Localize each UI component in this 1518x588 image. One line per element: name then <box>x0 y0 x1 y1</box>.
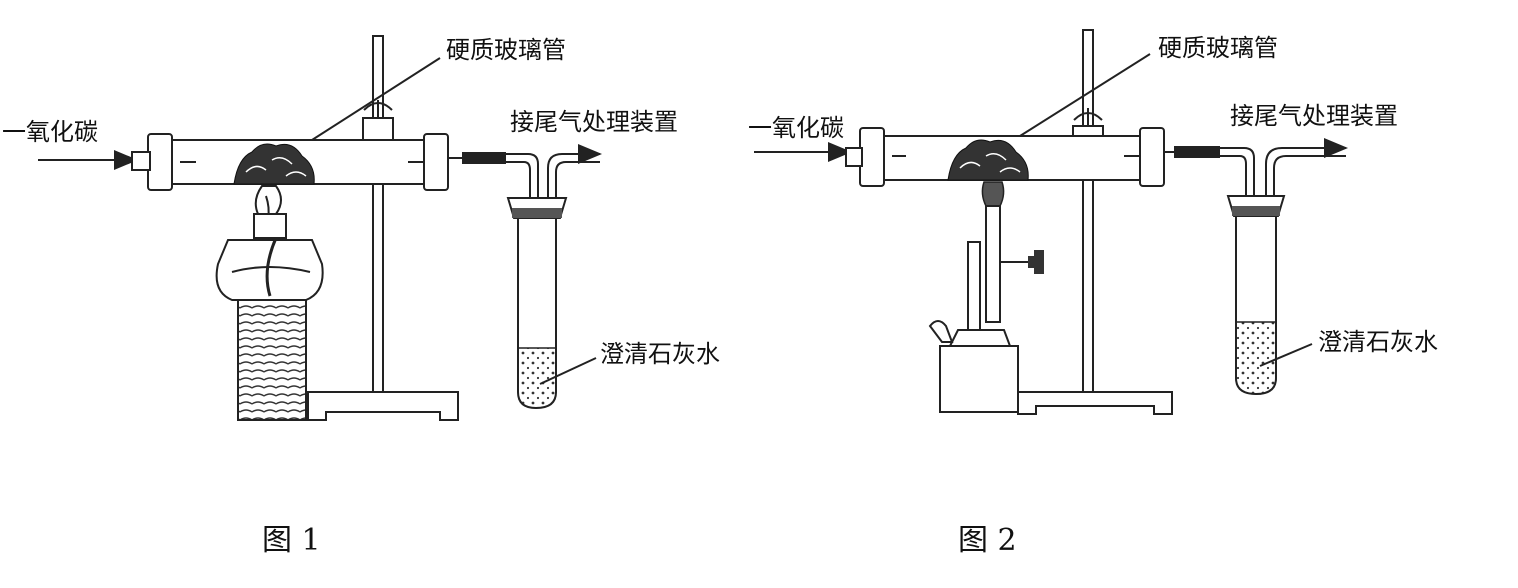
fig1-co-label: 一氧化碳 <box>2 118 98 146</box>
fig1-exhaust-label: 接尾气处理装置 <box>510 108 678 136</box>
fig1-limewater-leader <box>539 357 597 385</box>
figure-2: 一氧化碳 硬质玻璃管 <box>748 29 1438 558</box>
fig1-limewater-label: 澄清石灰水 <box>600 340 720 368</box>
fig2-caption: 图 2 <box>958 523 1017 558</box>
fig2-exhaust-label: 接尾气处理装置 <box>1230 102 1398 130</box>
fig2-limewater-label: 澄清石灰水 <box>1318 328 1438 356</box>
fig2-test-tube <box>1226 195 1286 396</box>
figure-1: 一氧化碳 硬质玻璃管 <box>2 35 720 558</box>
fig1-delivery-tube <box>448 144 602 346</box>
fig1-test-tube <box>506 197 568 410</box>
fig2-alcohol-blowtorch <box>928 181 1044 413</box>
fig1-tube-leader <box>311 57 441 141</box>
fig2-tube-label: 硬质玻璃管 <box>1158 34 1278 62</box>
fig2-limewater-leader <box>1259 343 1313 367</box>
fig1-tube-label: 硬质玻璃管 <box>446 36 566 64</box>
fig2-co-label: 一氧化碳 <box>748 114 844 142</box>
fig2-delivery-tube <box>1164 138 1348 374</box>
fig1-caption: 图 1 <box>262 523 321 558</box>
fig2-tube-leader <box>1019 53 1151 137</box>
fig1-alcohol-lamp <box>215 185 324 421</box>
fig2-hard-glass-tube <box>845 127 1165 187</box>
fig1-hard-glass-tube <box>131 133 449 191</box>
